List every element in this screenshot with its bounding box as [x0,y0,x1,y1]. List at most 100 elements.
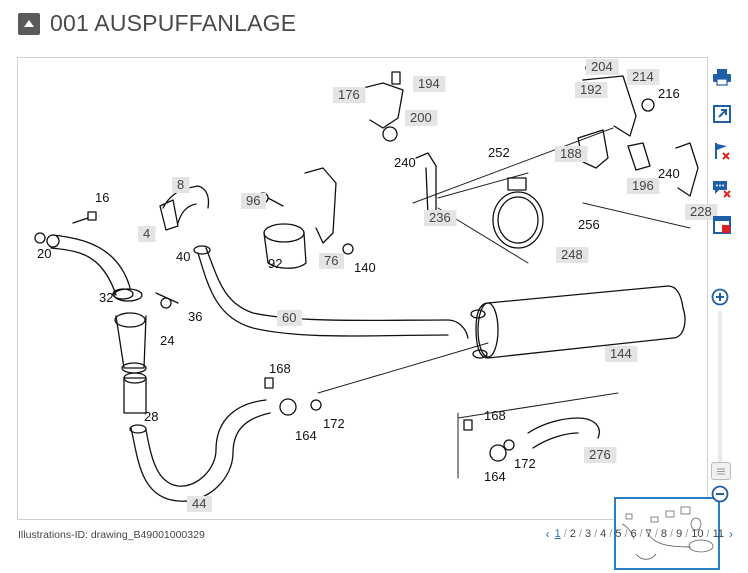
part-number-164[interactable]: 164 [484,469,506,484]
part-number-216[interactable]: 216 [658,86,680,101]
part-number-40[interactable]: 40 [176,249,190,264]
part-number-140[interactable]: 140 [354,260,376,275]
part-label-box [413,76,446,92]
part-label-box [556,247,589,263]
diagram-toolbar [709,57,739,518]
part-number-168[interactable]: 168 [269,361,291,376]
page-separator: / [685,528,689,540]
part-number-248[interactable]: 248 [561,247,583,262]
part-number-172[interactable]: 172 [323,416,345,431]
part-number-92[interactable]: 92 [268,256,282,271]
part-number-76[interactable]: 76 [324,253,338,268]
previous-page-icon[interactable]: ‹ [545,527,550,541]
zoom-in-button[interactable] [711,288,729,306]
part-label-box [424,210,457,226]
page-link-8[interactable]: 8 [660,528,668,540]
zoom-out-button[interactable] [711,485,729,503]
part-number-36[interactable]: 36 [188,309,202,324]
part-label-box [405,110,438,126]
part-number-16[interactable]: 16 [95,190,109,205]
part-number-96[interactable]: 96 [246,193,260,208]
exhaust-system-drawing: 1941762002402042141922161881962402282522… [34,59,718,512]
page-link-10[interactable]: 10 [691,528,704,540]
page-link-2[interactable]: 2 [569,528,576,540]
page-header: 001 AUSPUFFANLAGE [0,0,748,50]
part-number-32[interactable]: 32 [99,290,113,305]
part-number-200[interactable]: 200 [410,110,432,125]
part-number-194[interactable]: 194 [418,76,440,91]
page-separator: / [654,528,658,540]
remove-flags-button[interactable] [710,139,734,163]
illustration-id: Illustrations-ID: drawing_B49001000329 [18,529,205,541]
part-number-240[interactable]: 240 [394,155,416,170]
part-label-box [575,82,608,98]
part-number-236[interactable]: 236 [429,210,451,225]
part-number-176[interactable]: 176 [338,87,360,102]
part-number-144[interactable]: 144 [610,346,632,361]
part-number-20[interactable]: 20 [37,246,51,261]
part-label-box [627,178,660,194]
part-number-28[interactable]: 28 [144,409,158,424]
part-label-box [584,447,617,463]
part-label-box [627,69,660,85]
part-number-192[interactable]: 192 [580,82,602,97]
part-number-172[interactable]: 172 [514,456,536,471]
page-separator: / [563,528,567,540]
page-link-6[interactable]: 6 [630,528,637,540]
chevron-up-icon [24,20,34,27]
page-title: 001 AUSPUFFANLAGE [50,10,297,36]
part-number-256[interactable]: 256 [578,217,600,232]
part-number-196[interactable]: 196 [632,178,654,193]
part-number-44[interactable]: 44 [192,496,206,511]
page-link-11[interactable]: 11 [712,528,724,540]
page-link-3[interactable]: 3 [584,528,592,540]
page-footer: Illustrations-ID: drawing_B49001000329 ‹… [0,522,748,554]
part-label-box [605,346,638,362]
page-separator: / [624,528,628,540]
part-number-164[interactable]: 164 [295,428,317,443]
part-number-240[interactable]: 240 [658,166,680,181]
part-number-24[interactable]: 24 [160,333,174,348]
part-number-188[interactable]: 188 [560,146,582,161]
part-number-214[interactable]: 214 [632,69,654,84]
remove-comments-button[interactable] [710,176,734,200]
part-number-276[interactable]: 276 [589,447,611,462]
page-link-1[interactable]: 1 [554,528,561,540]
next-page-icon[interactable]: › [729,527,733,541]
grip-icon [717,468,725,475]
print-icon [713,69,731,86]
diagram-minimap[interactable] [614,497,720,570]
page-separator: / [639,528,643,540]
part-number-4[interactable]: 4 [143,226,150,241]
minimap-thumbnail [621,506,714,560]
part-number-168[interactable]: 168 [484,408,506,423]
part-label-box [277,310,302,326]
collapse-button[interactable] [18,13,40,35]
page-link-5[interactable]: 5 [615,528,622,540]
zoom-slider-track[interactable] [718,311,722,481]
page-link-7[interactable]: 7 [645,528,652,540]
part-number-204[interactable]: 204 [591,59,613,74]
zoom-out-icon [711,485,729,503]
open-window-button[interactable] [710,102,734,126]
zoom-in-icon [711,288,729,306]
print-button[interactable] [710,65,734,89]
page-separator: / [578,528,582,540]
part-label-box [187,496,212,512]
page-separator: / [609,528,613,540]
comment-remove-icon [713,181,731,198]
page-link-9[interactable]: 9 [676,528,683,540]
part-label-box [172,177,190,193]
remove-window-button[interactable] [710,213,734,237]
part-number-8[interactable]: 8 [177,177,184,192]
part-label-box [685,204,718,220]
part-label-box [319,253,344,269]
zoom-slider-thumb[interactable] [711,462,731,480]
part-label-box [241,193,266,209]
part-number-228[interactable]: 228 [690,204,712,219]
part-number-252[interactable]: 252 [488,145,510,160]
page-link-4[interactable]: 4 [600,528,607,540]
part-label-box [138,226,156,242]
part-number-60[interactable]: 60 [282,310,296,325]
